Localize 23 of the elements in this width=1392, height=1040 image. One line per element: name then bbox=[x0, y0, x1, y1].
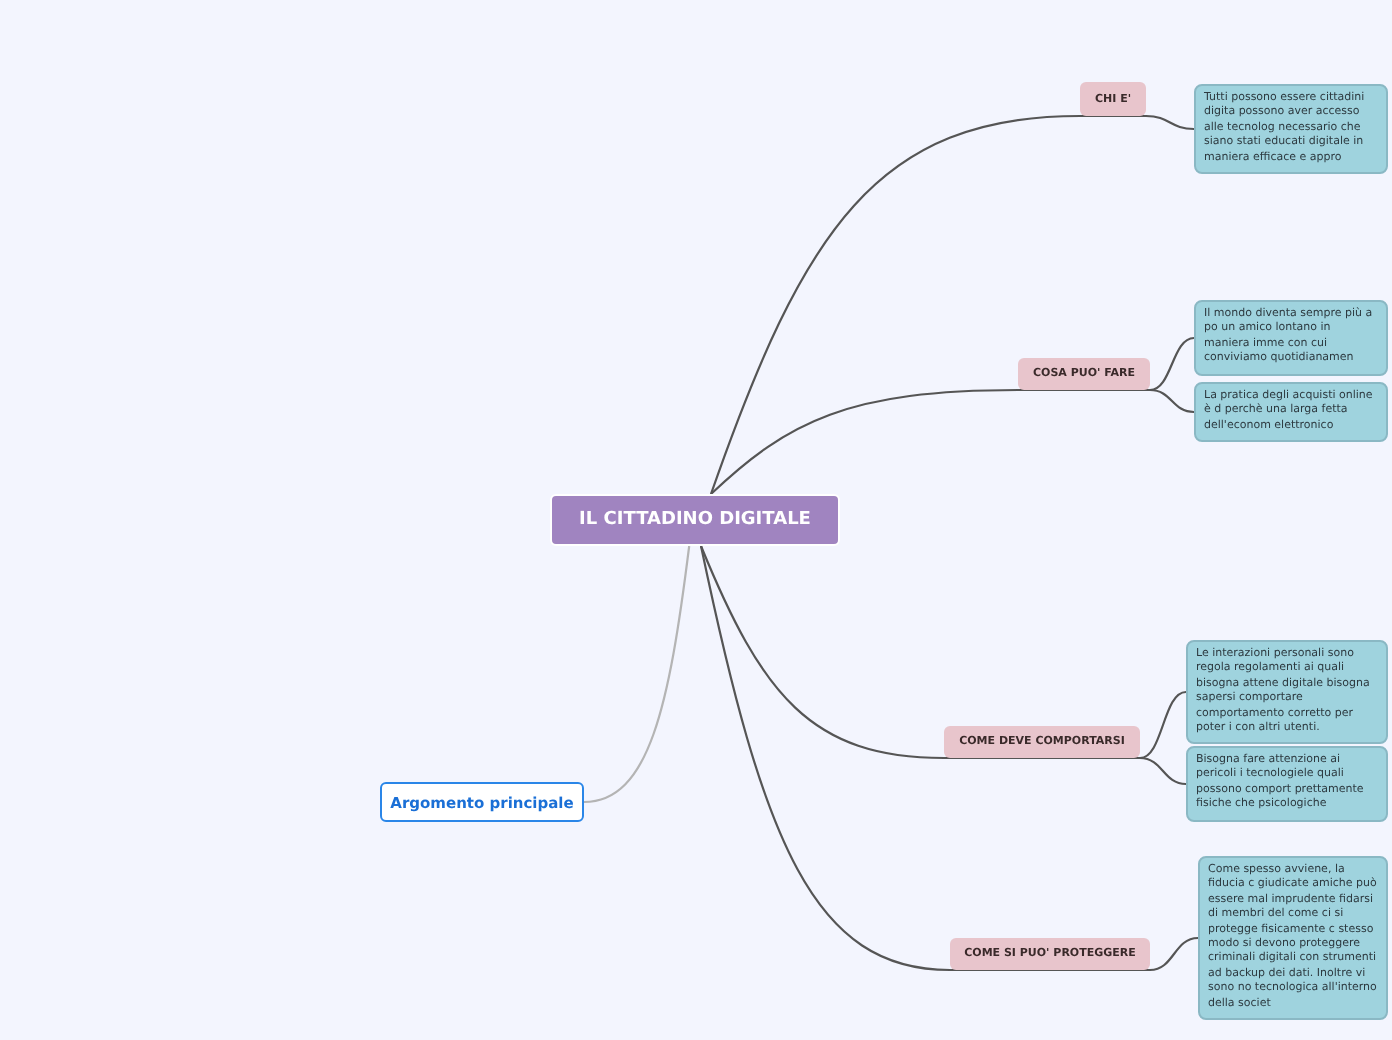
note-box bbox=[1194, 300, 1388, 376]
topic-label-box bbox=[950, 938, 1150, 970]
connector-line bbox=[699, 545, 1150, 972]
connector-line bbox=[1145, 114, 1195, 131]
connector-line bbox=[583, 545, 691, 804]
note-box bbox=[1186, 640, 1388, 745]
topic-text: IL CITTADINO DIGITALE bbox=[579, 510, 811, 530]
floating-topic-box bbox=[380, 782, 584, 822]
connector-line bbox=[710, 388, 1150, 495]
topic-label-box bbox=[1080, 82, 1146, 116]
note-box bbox=[1186, 746, 1388, 822]
connector-line bbox=[1149, 388, 1195, 414]
central-topic-box bbox=[550, 494, 840, 546]
connector-line bbox=[1149, 336, 1195, 392]
connector-line bbox=[700, 545, 1140, 760]
connector-line bbox=[1149, 936, 1199, 972]
topic-label-box bbox=[1018, 358, 1150, 390]
note-box bbox=[1194, 84, 1388, 175]
connector-line bbox=[1139, 690, 1187, 760]
connector-line bbox=[1139, 756, 1187, 786]
topic-label-box bbox=[944, 726, 1140, 758]
connector-line bbox=[709, 114, 1146, 495]
note-box bbox=[1194, 382, 1388, 443]
